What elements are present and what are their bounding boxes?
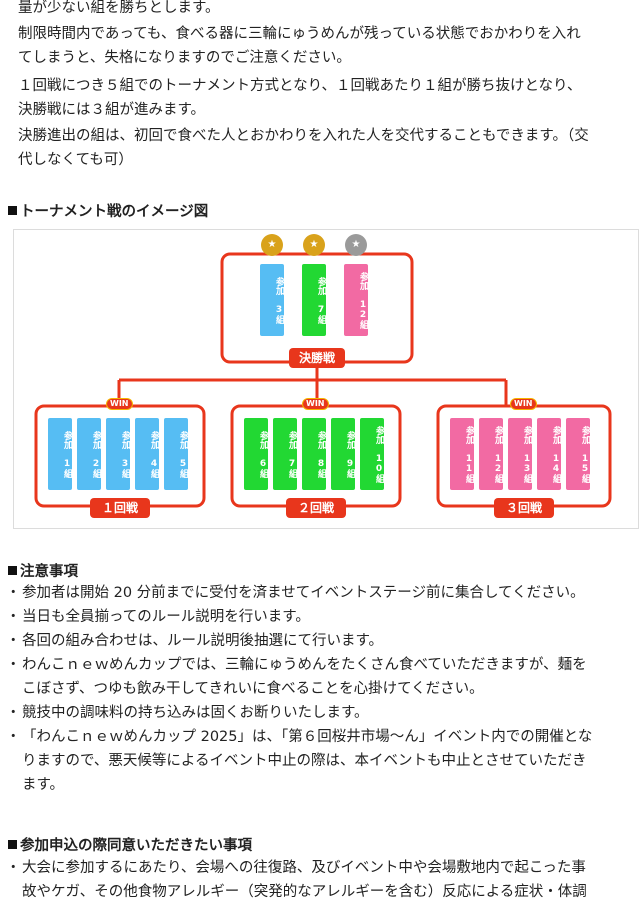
win-badge: WIN	[302, 398, 329, 410]
square-bullet-icon	[8, 566, 17, 575]
team-card-label: 参加 7組	[287, 430, 297, 478]
team-card: 参加 7組	[273, 418, 297, 490]
tournament-heading: トーナメント戦のイメージ図	[8, 200, 208, 221]
list-item: 参加者は開始 20 分前までに受付を済ませてイベントステージ前に集合してください…	[6, 581, 630, 605]
round-label: １回戦	[90, 498, 150, 518]
team-card: 参加 7組	[302, 264, 326, 336]
list-item: 大会に参加するにあたり、会場への往復路、及びイベント中や会場敷地内で起こった事 …	[6, 856, 630, 904]
team-card-label: 参加 11組	[464, 425, 474, 483]
notes-heading: 注意事項	[8, 560, 78, 581]
list-item: 競技中の調味料の持ち込みは固くお断りいたします。	[6, 701, 630, 725]
list-item: わんこｎｅｗめんカップでは、三輪にゅうめんをたくさん食べていただきますが、麺を …	[6, 653, 630, 701]
list-item: 「わんこｎｅｗめんカップ 2025」は、「第６回桜井市場〜ん」イベント内での開催…	[6, 725, 630, 797]
team-card: 参加 6組	[244, 418, 268, 490]
team-card: 参加 10組	[360, 418, 384, 490]
consent-heading: 参加申込の際同意いただきたい事項	[8, 834, 252, 855]
notes-list: 参加者は開始 20 分前までに受付を済ませてイベントステージ前に集合してください…	[6, 581, 630, 797]
final-label: 決勝戦	[289, 348, 345, 368]
win-badge: WIN	[106, 398, 133, 410]
rule-text-4: 決勝進出の組は、初回で食べた人とおかわりを入れた人を交代することもできます。（交…	[18, 128, 589, 168]
team-card: 参加 8組	[302, 418, 326, 490]
round-label: ３回戦	[494, 498, 554, 518]
rule-text-3: １回戦につき５組でのトーナメント方式となり、１回戦あたり１組が勝ち抜けとなり、 …	[18, 78, 582, 118]
team-card-label: 参加 3組	[120, 430, 130, 478]
team-card-label: 参加 15組	[580, 425, 590, 483]
team-card: 参加 14組	[537, 418, 561, 490]
team-card: 参加 4組	[135, 418, 159, 490]
team-card: 参加 5組	[164, 418, 188, 490]
team-card: 参加 15組	[566, 418, 590, 490]
square-bullet-icon	[8, 206, 17, 215]
team-card-label: 参加 6組	[258, 430, 268, 478]
team-card: 参加 11組	[450, 418, 474, 490]
rule-text-1: 量が少ない組を勝ちとします。	[18, 0, 220, 16]
team-card-label: 参加 14組	[551, 425, 561, 483]
team-card: 参加 3組	[260, 264, 284, 336]
team-card: 参加 9組	[331, 418, 355, 490]
team-card-label: 参加 10組	[374, 425, 384, 483]
team-card-label: 参加 12組	[358, 271, 368, 329]
win-badge: WIN	[510, 398, 537, 410]
team-card-label: 参加 12組	[493, 425, 503, 483]
team-card-label: 参加 7組	[316, 276, 326, 324]
rule-text-2: 制限時間内であっても、食べる器に三輪にゅうめんが残っている状態でおかわりを入れ …	[18, 26, 581, 66]
team-card-label: 参加 4組	[149, 430, 159, 478]
list-item: 各回の組み合わせは、ルール説明後抽選にて行います。	[6, 629, 630, 653]
team-card: 参加 12組	[344, 264, 368, 336]
medal-icon: ★	[303, 234, 325, 256]
team-card: 参加 1組	[48, 418, 72, 490]
team-card-label: 参加 5組	[178, 430, 188, 478]
team-card: 参加 13組	[508, 418, 532, 490]
medal-icon: ★	[345, 234, 367, 256]
team-card-label: 参加 13組	[522, 425, 532, 483]
team-card: 参加 12組	[479, 418, 503, 490]
team-card-label: 参加 1組	[62, 430, 72, 478]
team-card-label: 参加 9組	[345, 430, 355, 478]
team-card: 参加 2組	[77, 418, 101, 490]
team-card: 参加 3組	[106, 418, 130, 490]
team-card-label: 参加 8組	[316, 430, 326, 478]
team-card-label: 参加 2組	[91, 430, 101, 478]
square-bullet-icon	[8, 840, 17, 849]
round-label: ２回戦	[286, 498, 346, 518]
list-item: 当日も全員揃ってのルール説明を行います。	[6, 605, 630, 629]
consent-list: 大会に参加するにあたり、会場への往復路、及びイベント中や会場敷地内で起こった事 …	[6, 856, 630, 904]
medal-icon: ★	[261, 234, 283, 256]
team-card-label: 参加 3組	[274, 276, 284, 324]
